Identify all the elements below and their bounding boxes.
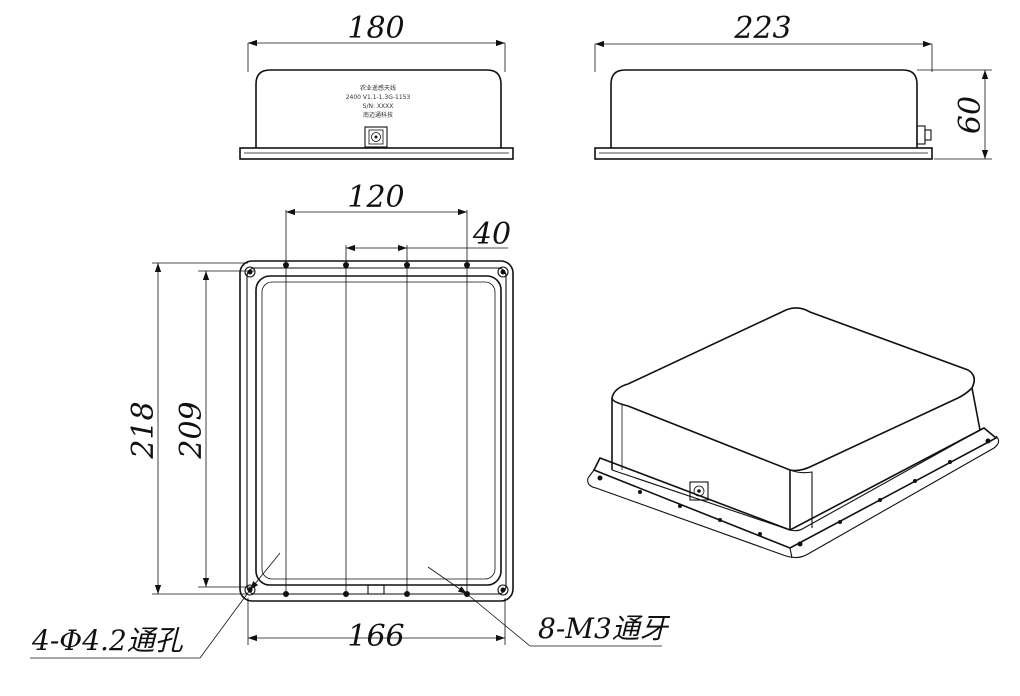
svg-text:南迈通科技: 南迈通科技 [363,111,393,119]
svg-text:S/N: XXXX: S/N: XXXX [363,103,394,110]
through-holes-callout: 4-Φ4.2通孔 [31,624,184,657]
side-view: 223 60 [594,11,992,160]
side-width-dimension: 223 [733,11,791,46]
front-housing-outline [255,69,502,148]
svg-text:2400 V1.1-1.3G-1153: 2400 V1.1-1.3G-1153 [346,94,411,101]
housing-outline [255,275,502,586]
iso-housing-top [611,307,976,472]
side-base-flange [594,147,933,160]
hole-pitch-dimension: 40 [472,217,511,252]
height-dimension: 60 [953,96,988,134]
iso-connector [689,481,709,501]
threaded-holes [283,262,470,597]
nameplate-label: 农业遥感天线 2400 V1.1-1.3G-1153 S/N: XXXX 南迈通… [346,84,411,119]
front-width-dimension: 180 [347,11,404,46]
inner-width-dimension: 166 [347,619,404,654]
front-base-flange [239,147,514,160]
isometric-view [587,307,1000,559]
side-housing-outline [610,69,918,148]
threaded-holes-callout: 8-M3通牙 [538,612,671,645]
side-connector [916,125,932,145]
top-view: 120 40 218 209 [30,180,671,659]
front-connector [364,126,388,148]
flange-outline [239,260,514,602]
hole-span-dimension: 120 [347,180,404,215]
iso-base-flange [592,427,998,549]
outer-length-dimension: 218 [126,401,161,459]
inner-length-dimension: 209 [174,401,209,459]
corner-through-holes [244,266,509,596]
top-view-connector [367,584,385,595]
svg-text:农业遥感天线: 农业遥感天线 [360,84,396,92]
front-view: 180 农业遥感天线 2400 V1.1-1.3G-1153 S/N: XXXX… [239,11,514,160]
